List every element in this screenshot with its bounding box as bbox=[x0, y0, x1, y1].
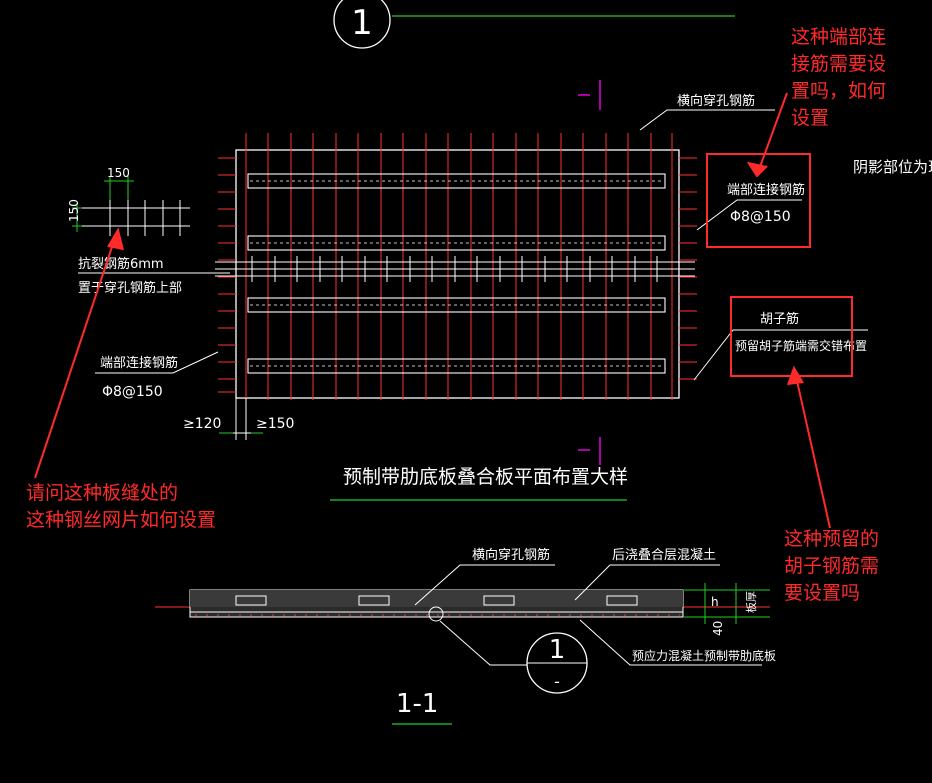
sec-slab-thickness: 板厚 bbox=[744, 591, 758, 613]
crack-rebar-label: 抗裂钢筋6mm 置于穿孔钢筋上部 bbox=[78, 256, 230, 296]
label-end-rebar-left-spec: Φ8@150 bbox=[102, 384, 163, 400]
sec-cast-layer: 后浇叠合层混凝土 bbox=[612, 547, 716, 563]
cross-section-sub: - bbox=[554, 672, 560, 691]
section-holes bbox=[235, 595, 638, 606]
highlight-box-end-rebar bbox=[706, 153, 811, 248]
right-cut-text: 阴影部位为现浇 bbox=[853, 158, 932, 176]
annotation-markup bbox=[34, 92, 853, 529]
annotation-beard-rebar-question: 这种预留的 胡子钢筋需 要设置吗 bbox=[784, 528, 880, 604]
top-section-callout: 1 bbox=[333, 0, 735, 49]
label-end-rebar-right: 端部连接钢筋 bbox=[727, 182, 805, 198]
leader-end-rebar-left: 端部连接钢筋 Φ8@150 bbox=[95, 351, 219, 400]
label-end-rebar-left: 端部连接钢筋 bbox=[100, 355, 178, 371]
rib-dashes bbox=[250, 180, 663, 367]
ribs bbox=[247, 173, 666, 374]
right-end-rebars bbox=[679, 157, 697, 380]
label-crack-rebar-1: 抗裂钢筋6mm bbox=[78, 256, 164, 272]
bottom-dim bbox=[219, 398, 263, 440]
leader-beard-rebar: 胡子筋 预留胡子筋端需交错布置 bbox=[693, 311, 868, 381]
label-beard-rebar-note: 预留胡子筋端需交错布置 bbox=[735, 338, 867, 353]
sec-h: h bbox=[711, 595, 719, 609]
left-end-rebars bbox=[218, 157, 236, 393]
plan-title: 预制带肋底板叠合板平面布置大样 bbox=[343, 466, 628, 488]
dim-ge120: ≥120 bbox=[183, 416, 221, 432]
label-crack-rebar-2: 置于穿孔钢筋上部 bbox=[78, 280, 182, 296]
cut-markers bbox=[578, 80, 601, 465]
annotation-end-rebar-question: 这种端部连 接筋需要设 置吗，如何 设置 bbox=[791, 26, 887, 129]
label-beard-rebar: 胡子筋 bbox=[760, 311, 799, 327]
section-title: 1-1 bbox=[396, 689, 438, 719]
vertical-rebars bbox=[245, 133, 673, 400]
mesh-detail: 150 150 bbox=[67, 166, 190, 236]
sec-transverse-rebar: 横向穿孔钢筋 bbox=[472, 547, 550, 563]
label-end-rebar-right-spec: Φ8@150 bbox=[730, 209, 791, 225]
annotation-wire-mesh-question: 请问这种板缝处的 这种钢丝网片如何设置 bbox=[26, 482, 217, 531]
top-section-number: 1 bbox=[351, 3, 373, 43]
section-view: h 40 板厚 横向穿孔钢筋 后浇叠合层混凝土 预应力混凝土预制带肋底板 1 -… bbox=[155, 547, 776, 725]
dim-150-top: 150 bbox=[107, 166, 130, 180]
sec-40: 40 bbox=[711, 621, 725, 636]
highlight-box-beard-rebar bbox=[730, 296, 853, 377]
dim-ge150: ≥150 bbox=[256, 416, 294, 432]
leader-end-rebar-right: 端部连接钢筋 Φ8@150 bbox=[696, 182, 805, 231]
slab-joint-mesh bbox=[215, 256, 695, 282]
leader-transverse-rebar: 横向穿孔钢筋 bbox=[639, 93, 775, 131]
sec-precast-slab: 预应力混凝土预制带肋底板 bbox=[632, 648, 776, 663]
slab-plan: ≥120 ≥150 bbox=[183, 133, 697, 440]
label-transverse-rebar: 横向穿孔钢筋 bbox=[677, 93, 755, 109]
cross-section-number: 1 bbox=[549, 635, 566, 665]
dim-150-side: 150 bbox=[67, 199, 81, 222]
